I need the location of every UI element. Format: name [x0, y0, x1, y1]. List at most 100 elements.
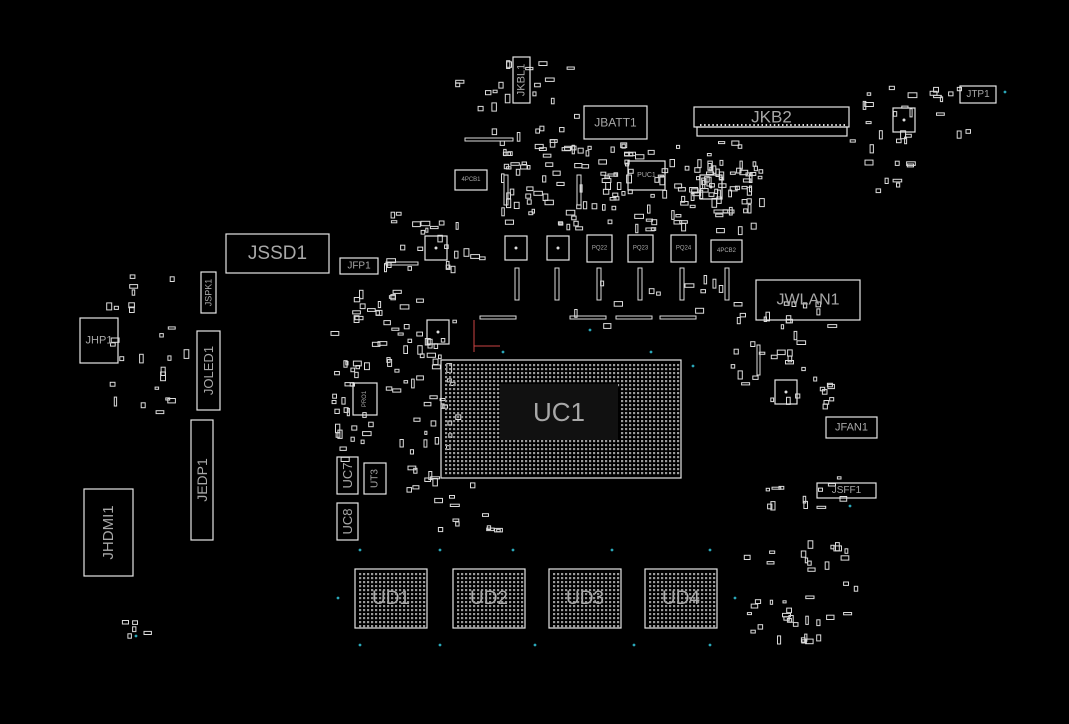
- bga-ball: [597, 468, 600, 471]
- component-uc1[interactable]: UC1: [440, 359, 682, 479]
- component-joled1[interactable]: JOLED1: [196, 330, 221, 411]
- component-jwlan1[interactable]: JWLAN1: [755, 279, 861, 321]
- bga-ball: [517, 589, 520, 592]
- smd-pad: [140, 402, 146, 409]
- bga-ball: [661, 400, 664, 403]
- bga-ball: [645, 420, 648, 423]
- bga-ball: [621, 472, 624, 475]
- bga-ball: [677, 468, 680, 471]
- component-puc1[interactable]: PUC1: [627, 160, 666, 191]
- bga-ball: [677, 424, 680, 427]
- component-pq22[interactable]: PQ22: [586, 234, 613, 263]
- bga-ball: [633, 400, 636, 403]
- bga-ball: [461, 436, 464, 439]
- bga-ball: [473, 420, 476, 423]
- bga-ball: [411, 605, 414, 608]
- bga-ball: [445, 376, 448, 379]
- smd-pad: [741, 382, 751, 386]
- bga-ball: [649, 625, 652, 628]
- bga-ball: [693, 597, 696, 600]
- smd-pad: [438, 220, 445, 226]
- bga-ball: [481, 388, 484, 391]
- bga-ball: [665, 468, 668, 471]
- bga-ball: [589, 613, 592, 616]
- bga-ball: [673, 368, 676, 371]
- component-jsff1[interactable]: JSFF1: [816, 482, 877, 499]
- component-uc8[interactable]: UC8: [336, 502, 359, 541]
- bga-ball: [521, 472, 524, 475]
- bga-ball: [657, 617, 660, 620]
- bga-ball: [617, 617, 620, 620]
- component-uc7[interactable]: UC7: [336, 456, 359, 495]
- test-via: [848, 504, 852, 508]
- bga-ball: [457, 448, 460, 451]
- smd-pad: [769, 550, 776, 554]
- bga-ball: [589, 452, 592, 455]
- component-outline: [452, 568, 526, 629]
- bga-ball: [701, 589, 704, 592]
- bga-ball: [593, 585, 596, 588]
- bga-ball: [363, 621, 366, 624]
- component-jfan1[interactable]: JFAN1: [825, 416, 878, 439]
- component-jbatt1[interactable]: JBATT1: [583, 105, 648, 140]
- component-pcb2[interactable]: 4PCB2: [710, 239, 743, 263]
- bga-ball: [359, 625, 362, 628]
- smd-pad: [371, 341, 381, 347]
- smd-pad: [609, 197, 617, 201]
- bga-ball: [445, 472, 448, 475]
- bga-ball: [517, 444, 520, 447]
- ic-package: [892, 107, 916, 133]
- bga-ball: [637, 444, 640, 447]
- component-ud1[interactable]: UD1: [354, 568, 428, 629]
- bga-ball: [469, 392, 472, 395]
- bga-ball: [573, 452, 576, 455]
- bga-ball: [469, 436, 472, 439]
- bga-ball: [473, 609, 476, 612]
- component-jfp1[interactable]: JFP1: [339, 257, 379, 275]
- component-jssd1[interactable]: JSSD1: [225, 233, 330, 274]
- bga-ball: [549, 444, 552, 447]
- bga-ball: [509, 468, 512, 471]
- bga-ball: [379, 589, 382, 592]
- component-pq23[interactable]: PQ23: [627, 234, 654, 263]
- component-ud2[interactable]: UD2: [452, 568, 526, 629]
- bga-ball: [593, 621, 596, 624]
- component-jhdmi1[interactable]: JHDMI1: [83, 488, 134, 577]
- bga-ball: [609, 605, 612, 608]
- bga-ball: [485, 388, 488, 391]
- bga-ball: [665, 384, 668, 387]
- bga-ball: [585, 368, 588, 371]
- component-ud3[interactable]: UD3: [548, 568, 622, 629]
- component-pcb1[interactable]: 4PCB1: [454, 169, 488, 191]
- component-ut3[interactable]: UT3: [363, 462, 387, 495]
- component-jspk1[interactable]: JSPK1: [200, 271, 217, 314]
- bga-ball: [473, 376, 476, 379]
- connector-pin: [732, 124, 735, 126]
- ic-package: [774, 379, 798, 405]
- component-ud4[interactable]: UD4: [644, 568, 718, 629]
- bga-ball: [641, 404, 644, 407]
- bga-ball: [485, 609, 488, 612]
- smd-pad: [331, 400, 337, 405]
- bga-ball: [605, 372, 608, 375]
- component-jhp1[interactable]: JHP1: [79, 317, 119, 364]
- component-pro1[interactable]: PRO1: [352, 382, 378, 416]
- bga-ball: [637, 428, 640, 431]
- bga-ball: [653, 428, 656, 431]
- component-jtp1[interactable]: JTP1: [959, 85, 997, 104]
- bga-ball: [577, 452, 580, 455]
- component-jedp1[interactable]: JEDP1: [190, 419, 214, 541]
- smd-pad: [503, 148, 507, 157]
- bga-ball: [589, 460, 592, 463]
- bga-ball: [649, 432, 652, 435]
- smd-pad: [612, 192, 619, 197]
- component-pq24[interactable]: PQ24: [670, 234, 697, 263]
- bga-ball: [577, 464, 580, 467]
- bga-ball: [613, 468, 616, 471]
- bga-ball: [461, 613, 464, 616]
- bga-ball: [485, 436, 488, 439]
- component-jkbl1[interactable]: JKBL1: [512, 56, 531, 104]
- smd-pad: [787, 355, 793, 363]
- bga-ball: [609, 585, 612, 588]
